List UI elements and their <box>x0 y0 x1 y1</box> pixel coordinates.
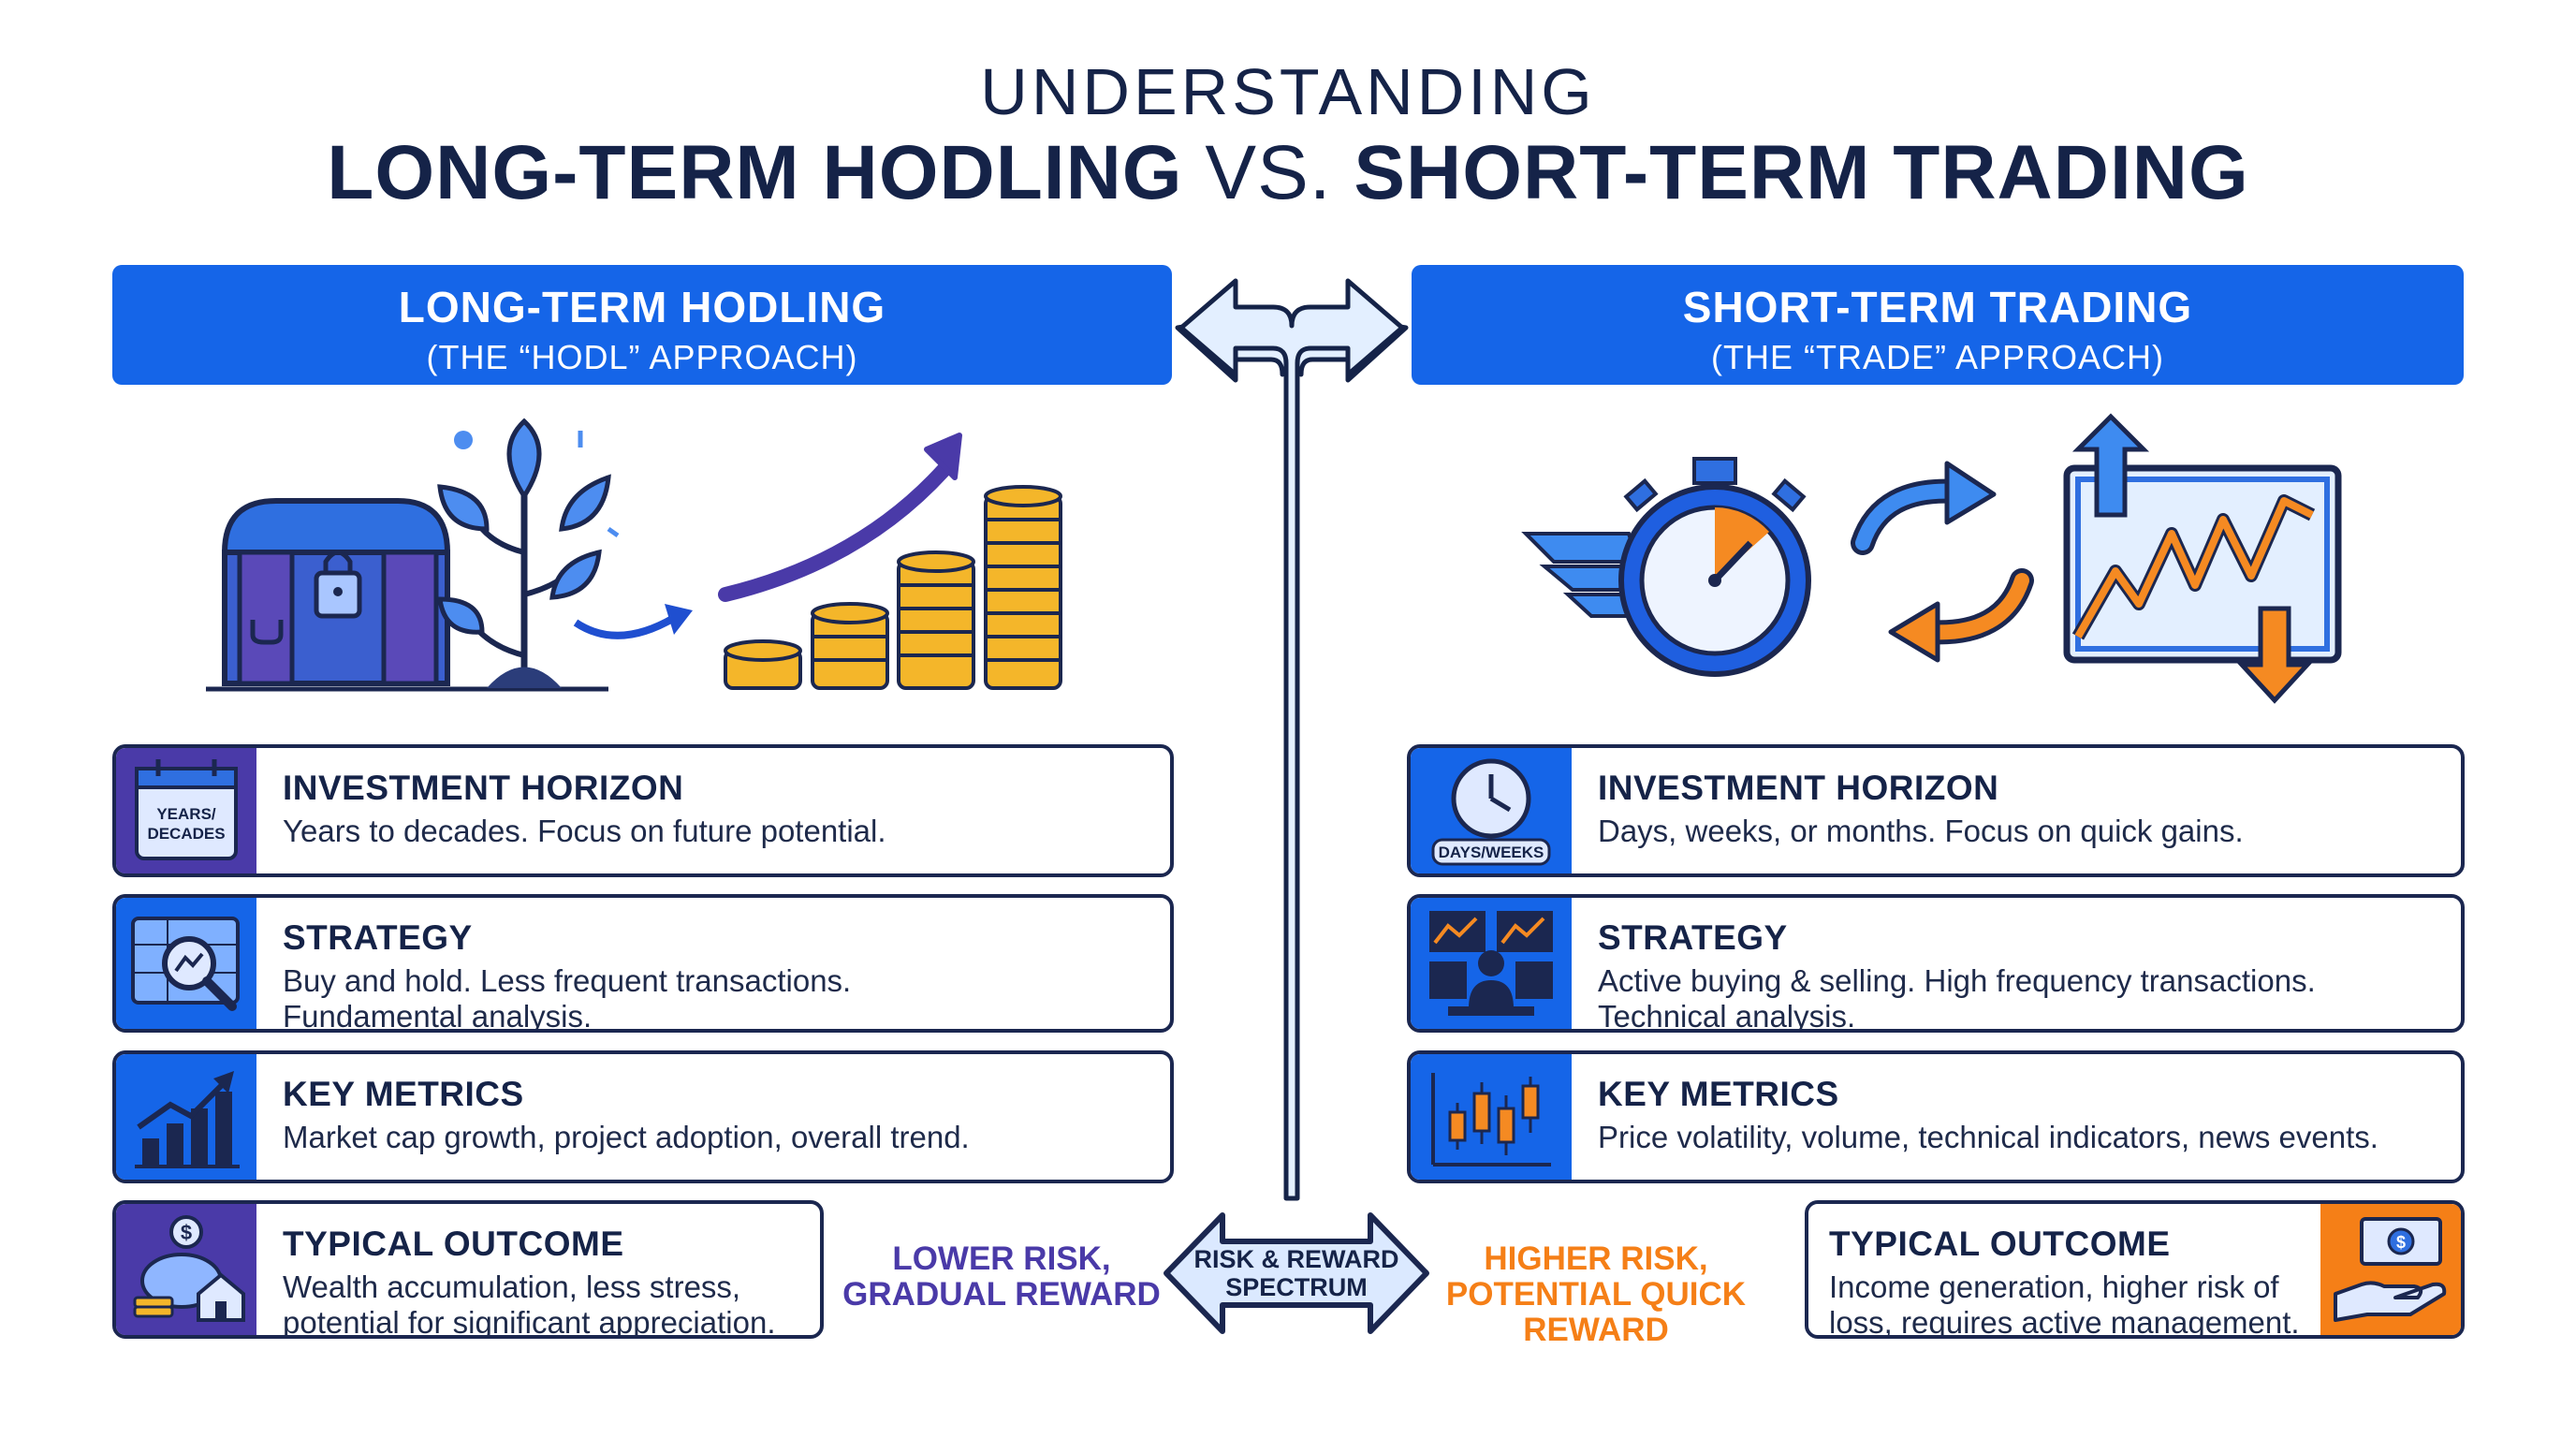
growth-bar-chart-icon <box>135 1071 240 1168</box>
left-illustration <box>206 418 1062 692</box>
card-title: TYPICAL OUTCOME <box>1829 1225 2171 1263</box>
higher-risk-label: HIGHER RISK, POTENTIAL QUICK REWARD <box>1445 1240 1747 1348</box>
trader-monitors-icon <box>1429 911 1553 1016</box>
right-card-outcome: $ TYPICAL OUTCOME Income generation, hig… <box>1805 1200 2465 1339</box>
right-card-horizon: DAYS/WEEKS INVESTMENT HORIZON Days, week… <box>1407 744 2465 877</box>
left-card-metrics: KEY METRICS Market cap growth, project a… <box>112 1050 1174 1183</box>
card-title: INVESTMENT HORIZON <box>283 769 684 807</box>
winged-stopwatch-icon <box>1521 457 1811 677</box>
card-body: Market cap growth, project adoption, ove… <box>283 1120 970 1154</box>
right-card-strategy: STRATEGY Active buying & selling. High f… <box>1407 894 2465 1033</box>
card-title: STRATEGY <box>283 918 473 957</box>
right-header-subtitle: (THE “TRADE” APPROACH) <box>1710 338 2165 376</box>
card-body: Income generation, higher risk of loss, … <box>1829 1269 2300 1339</box>
piggy-bank-house-icon: $ <box>133 1215 245 1322</box>
card-title: KEY METRICS <box>1598 1075 1839 1113</box>
calendar-badge-line2: DECADES <box>147 825 225 843</box>
calendar-icon: YEARS/ DECADES <box>135 759 238 860</box>
card-body: Wealth accumulation, less stress, potent… <box>283 1269 776 1339</box>
title-line1: UNDERSTANDING <box>980 55 1596 128</box>
card-title: STRATEGY <box>1598 918 1788 957</box>
arrow-icon <box>573 614 677 639</box>
right-header-title: SHORT-TERM TRADING <box>1682 283 2193 331</box>
left-card-outcome: $ TYPICAL OUTCOME Wealth accumulation, l… <box>112 1200 824 1339</box>
clock-icon: DAYS/WEEKS <box>1431 758 1551 866</box>
growth-arrow-icon <box>718 433 962 602</box>
title-vs: VS. <box>1205 130 1332 215</box>
left-header: LONG-TERM HODLING (THE “HODL” APPROACH) <box>112 265 1172 385</box>
coin-stacks-icon <box>724 485 1062 690</box>
lower-risk-label: LOWER RISK, GRADUAL REWARD <box>842 1240 1161 1313</box>
page-title: LONG-TERM HODLING VS. SHORT-TERM TRADING <box>0 129 2576 217</box>
volatile-chart-icon <box>2063 413 2342 704</box>
treasure-chest-icon <box>206 498 608 692</box>
card-body: Days, weeks, or months. Focus on quick g… <box>1598 814 2244 848</box>
right-card-metrics: KEY METRICS Price volatility, volume, te… <box>1407 1050 2465 1183</box>
left-header-title: LONG-TERM HODLING <box>398 283 886 331</box>
candlestick-icon <box>1431 1073 1551 1167</box>
card-title: KEY METRICS <box>283 1075 524 1113</box>
title-left: LONG-TERM HODLING <box>327 130 1183 215</box>
card-body: Price volatility, volume, technical indi… <box>1598 1120 2378 1154</box>
calendar-badge-line1: YEARS/ <box>156 805 216 823</box>
money-hand-icon: $ <box>2334 1217 2447 1322</box>
title-right: SHORT-TERM TRADING <box>1354 130 2249 215</box>
card-body: Buy and hold. Less frequent transactions… <box>283 963 852 1033</box>
svg-text:$: $ <box>2396 1233 2406 1252</box>
left-card-strategy: STRATEGY Buy and hold. Less frequent tra… <box>112 894 1174 1033</box>
card-title: TYPICAL OUTCOME <box>283 1225 624 1263</box>
center-connector <box>1175 278 1409 1201</box>
svg-text:$: $ <box>181 1221 192 1244</box>
left-header-subtitle: (THE “HODL” APPROACH) <box>426 338 858 376</box>
clock-badge: DAYS/WEEKS <box>1439 844 1544 861</box>
risk-reward-label: RISK & REWARD SPECTRUM <box>1193 1245 1399 1301</box>
growing-plant-icon <box>437 418 620 688</box>
right-header: SHORT-TERM TRADING (THE “TRADE” APPROACH… <box>1412 265 2464 385</box>
right-illustration <box>1521 413 2342 704</box>
analysis-magnifier-icon <box>131 917 240 1011</box>
risk-reward-arrow <box>1164 1212 1429 1334</box>
card-body: Active buying & selling. High frequency … <box>1598 963 2316 1033</box>
left-card-horizon: YEARS/ DECADES INVESTMENT HORIZON Years … <box>112 744 1174 877</box>
card-title: INVESTMENT HORIZON <box>1598 769 1999 807</box>
card-body: Years to decades. Focus on future potent… <box>283 814 886 848</box>
swap-arrows-icon <box>1851 461 2034 663</box>
